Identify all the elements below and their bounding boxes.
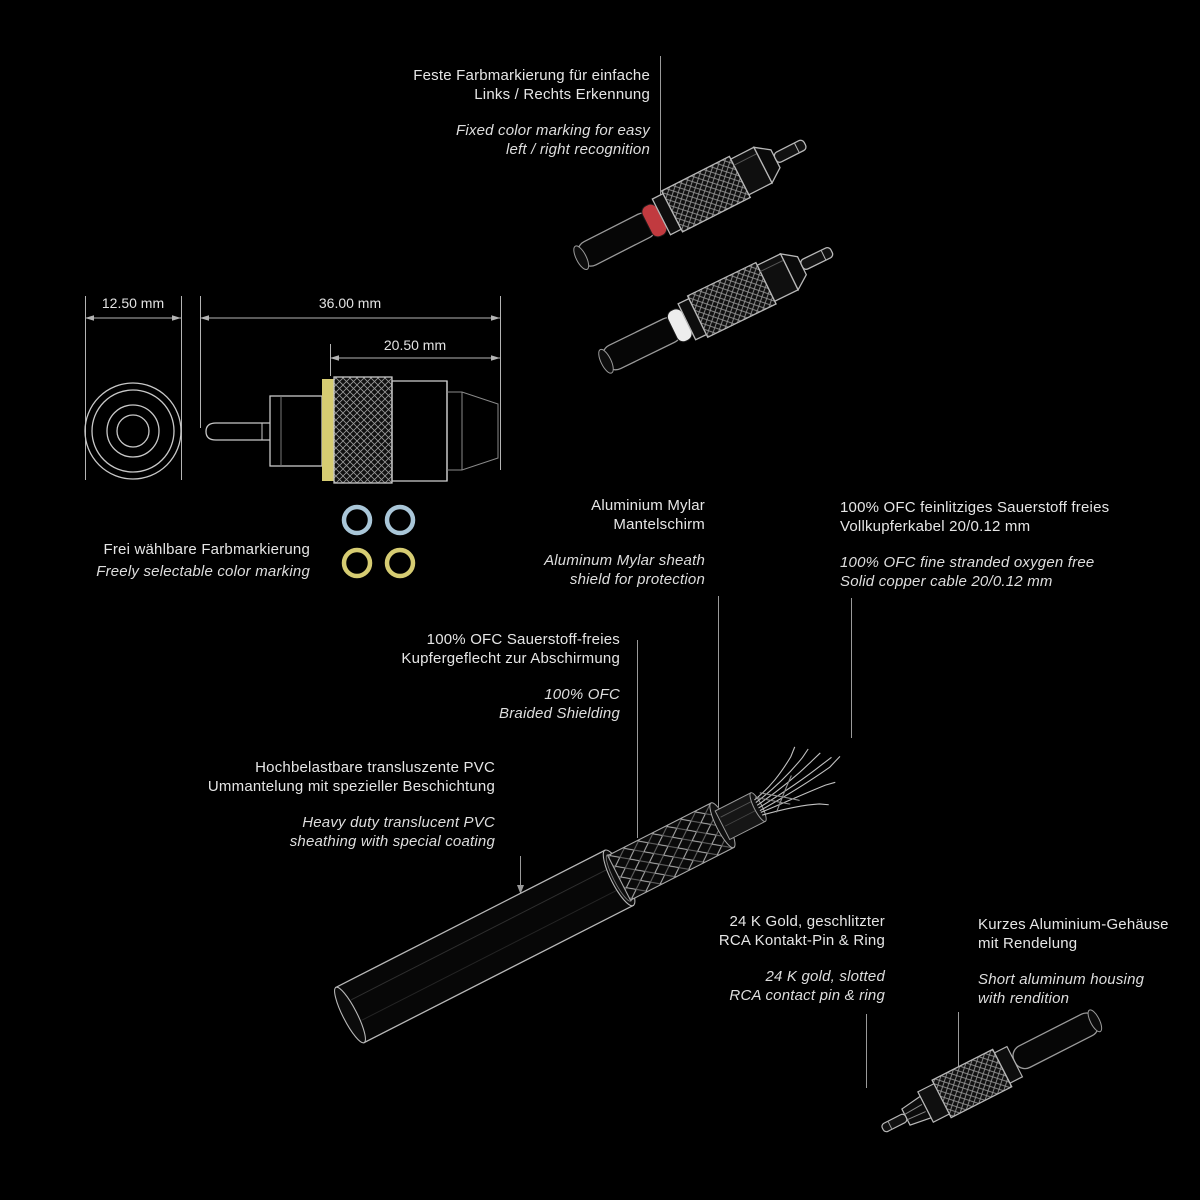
slotted-contact-ring bbox=[901, 1095, 932, 1126]
dim-connector-diameter: 12.50 mm bbox=[102, 295, 164, 311]
label-selectable-color-marking-de: Frei wählbare Farbmarkierung bbox=[103, 541, 310, 558]
front-pin-ring bbox=[116, 414, 150, 448]
side-rear-boot bbox=[447, 391, 499, 471]
rca-connector-bottom bbox=[881, 1009, 1103, 1133]
front-ring-2 bbox=[91, 389, 175, 473]
label-braided-shielding-en: 100% OFC Braided Shielding bbox=[499, 686, 620, 722]
label-ofc-cable-en: 100% OFC fine stranded oxygen free Solid… bbox=[840, 554, 1095, 590]
front-ring-3 bbox=[106, 404, 160, 458]
rca-connector-red bbox=[573, 139, 807, 271]
leader-lines bbox=[520, 56, 959, 1088]
side-knurl bbox=[333, 376, 393, 484]
label-aluminum-housing-de: Kurzes Aluminium-Gehäuse mit Rendelung bbox=[978, 916, 1169, 952]
dim-knurl-length: 20.50 mm bbox=[384, 337, 446, 353]
side-collar bbox=[269, 395, 323, 467]
color-marking-rings bbox=[341, 504, 416, 579]
cable-bottom bbox=[1012, 1012, 1099, 1070]
pin-red bbox=[773, 139, 807, 163]
label-fixed-color-marking: Feste Farbmarkierung für einfache Links … bbox=[300, 66, 650, 159]
dim-connector-length: 36.00 mm bbox=[319, 295, 381, 311]
label-pvc-sheathing-de: Hochbelastbare transluszente PVC Ummante… bbox=[207, 759, 495, 795]
label-fixed-color-marking-de: Feste Farbmarkierung für einfache Links … bbox=[413, 67, 650, 103]
front-outer-ring bbox=[84, 382, 182, 480]
copper-strands bbox=[754, 746, 841, 816]
label-gold-pin: 24 K Gold, geschlitzter RCA Kontakt-Pin … bbox=[625, 912, 885, 1005]
label-mylar-shield: Aluminium Mylar Mantelschirm Aluminum My… bbox=[455, 496, 705, 589]
label-fixed-color-marking-en: Fixed color marking for easy left / righ… bbox=[455, 122, 650, 158]
label-ofc-cable: 100% OFC feinlitziges Sauerstoff freies … bbox=[840, 498, 1180, 591]
rca-connector-white bbox=[598, 246, 834, 374]
marking-ring-yellow-1 bbox=[341, 547, 373, 579]
label-mylar-shield-de: Aluminium Mylar Mantelschirm bbox=[591, 497, 705, 533]
label-braided-shielding: 100% OFC Sauerstoff-freies Kupfergeflech… bbox=[360, 630, 620, 723]
side-pin bbox=[205, 422, 270, 441]
connector-front-view bbox=[84, 382, 182, 480]
label-pvc-sheathing-en: Heavy duty translucent PVC sheathing wit… bbox=[289, 814, 495, 850]
dimension-arrows bbox=[85, 315, 500, 361]
marking-ring-blue-2 bbox=[384, 504, 416, 536]
label-braided-shielding-de: 100% OFC Sauerstoff-freies Kupfergeflech… bbox=[401, 631, 620, 667]
marking-ring-blue-1 bbox=[341, 504, 373, 536]
label-gold-pin-en: 24 K gold, slotted RCA contact pin & rin… bbox=[729, 968, 885, 1004]
label-gold-pin-de: 24 K Gold, geschlitzter RCA Kontakt-Pin … bbox=[718, 913, 885, 949]
leader-pvc-arrow bbox=[517, 885, 524, 894]
side-body bbox=[391, 380, 448, 482]
pin-white bbox=[800, 246, 834, 270]
cable-cutaway bbox=[334, 746, 841, 1044]
label-aluminum-housing-en: Short aluminum housing with rendition bbox=[978, 971, 1145, 1007]
label-aluminum-housing: Kurzes Aluminium-Gehäuse mit Rendelung S… bbox=[978, 915, 1198, 1008]
connector-side-view bbox=[205, 376, 499, 484]
label-selectable-color-marking: Frei wählbare Farbmarkierung Freely sele… bbox=[20, 540, 310, 581]
label-mylar-shield-en: Aluminum Mylar sheath shield for protect… bbox=[544, 552, 705, 588]
label-ofc-cable-de: 100% OFC feinlitziges Sauerstoff freies … bbox=[840, 499, 1110, 535]
contact-pin bbox=[881, 1113, 908, 1133]
label-selectable-color-marking-en: Freely selectable color marking bbox=[96, 563, 310, 580]
side-yellow-band bbox=[322, 379, 334, 481]
marking-ring-yellow-2 bbox=[384, 547, 416, 579]
label-pvc-sheathing: Hochbelastbare transluszente PVC Ummante… bbox=[185, 758, 495, 851]
